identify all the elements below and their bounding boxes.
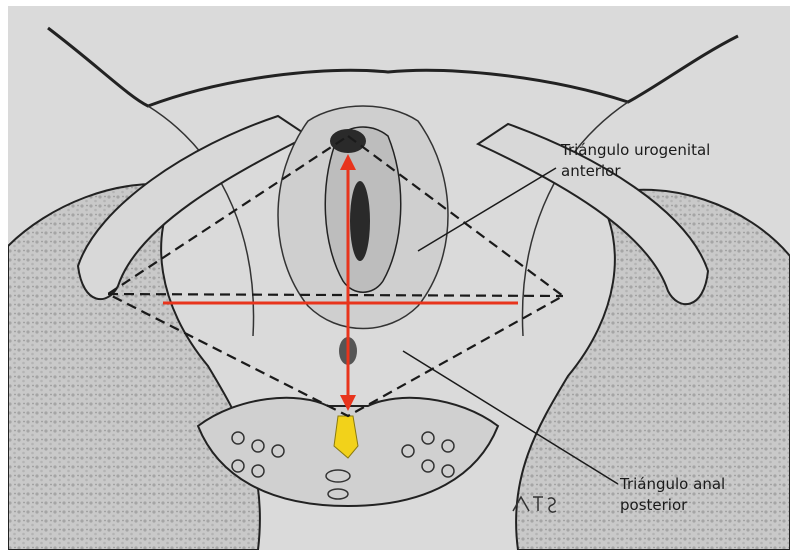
label-anal-line1: Triángulo anal	[620, 474, 725, 495]
label-anal-line2: posterior	[620, 495, 725, 516]
label-anal-triangle: Triángulo anal posterior	[620, 474, 725, 516]
vaginal-opening	[350, 181, 370, 261]
clitoris	[330, 129, 366, 153]
perineum-illustration	[8, 6, 790, 550]
illustration-plate: Triángulo urogenital anterior Triángulo …	[8, 6, 790, 550]
label-urogenital-triangle: Triángulo urogenital anterior	[561, 140, 710, 182]
label-urogenital-line2: anterior	[561, 161, 710, 182]
interischial-line	[108, 294, 563, 296]
pubic-contour	[48, 28, 738, 106]
label-urogenital-line1: Triángulo urogenital	[561, 140, 710, 161]
